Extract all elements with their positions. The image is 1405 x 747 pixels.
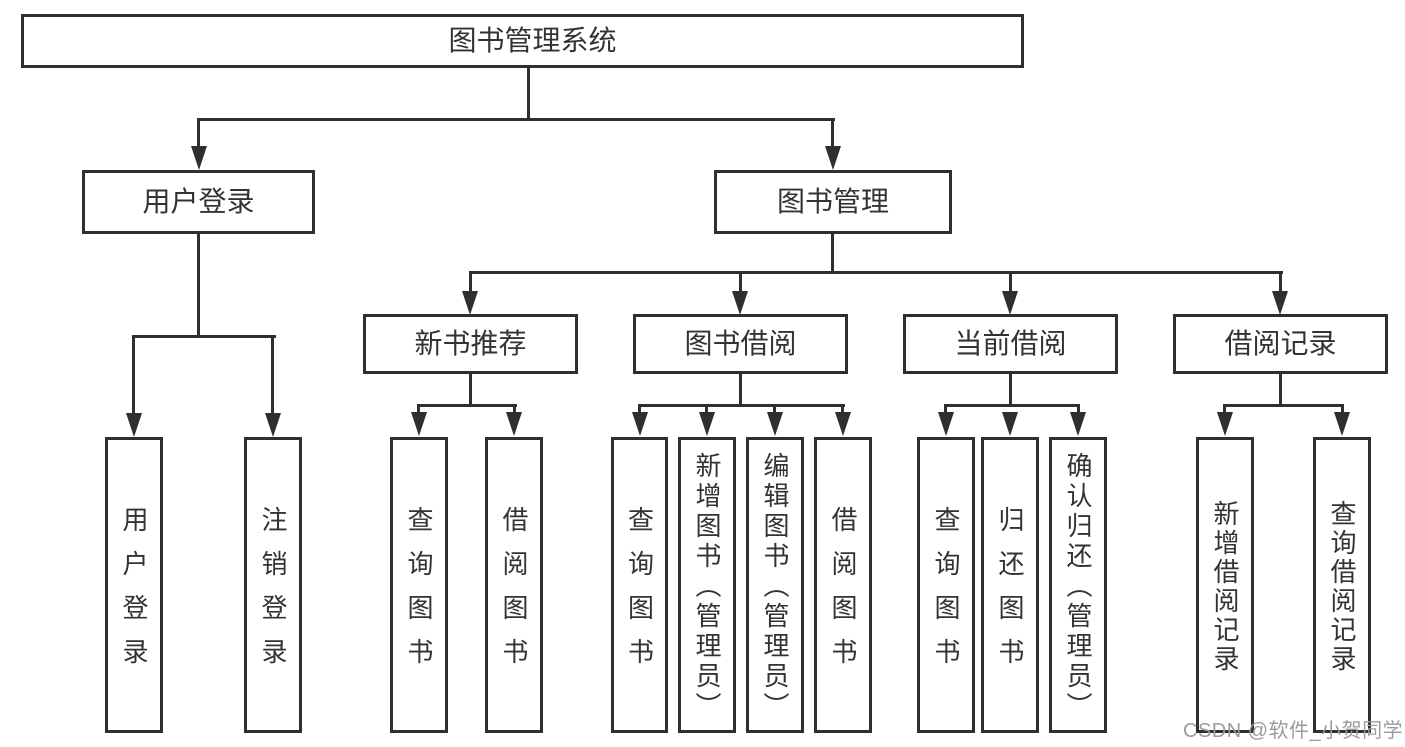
connector-root-drop xyxy=(527,67,530,119)
arrow-down-icon xyxy=(732,291,748,315)
connector-root-rail xyxy=(197,118,835,121)
arrow-down-icon xyxy=(1002,412,1018,436)
arrow-down-icon xyxy=(699,412,715,436)
node-book-management: 图书管理 xyxy=(714,170,952,234)
arrow-down-icon xyxy=(126,413,142,437)
connector-bookmgmt-stub xyxy=(469,271,472,295)
connector-newbook-rail xyxy=(417,404,517,407)
leaf-return-books: 归还图书 xyxy=(981,437,1039,733)
leaf-query-books: 查询图书 xyxy=(390,437,448,733)
connector-borrow-drop xyxy=(739,373,742,406)
node-book-borrowing: 图书借阅 xyxy=(633,314,848,374)
leaf-edit-books-admin: 编辑图书（管理员） xyxy=(746,437,804,733)
connector-records-stub xyxy=(1341,404,1344,416)
node-new-book-recommend: 新书推荐 xyxy=(363,314,578,374)
connector-records-rail xyxy=(1223,404,1344,407)
connector-records-drop xyxy=(1279,373,1282,406)
arrow-down-icon xyxy=(1217,412,1233,436)
connector-bookmgmt-drop xyxy=(831,233,834,274)
leaf-query-books: 查询图书 xyxy=(611,437,668,733)
connector-userlogin-stub xyxy=(132,335,135,415)
arrow-down-icon xyxy=(506,412,522,436)
connector-userlogin-stub xyxy=(271,335,274,415)
leaf-add-borrow-record: 新增借阅记录 xyxy=(1196,437,1254,733)
arrow-down-icon xyxy=(265,413,281,437)
connector-bookmgmt-stub xyxy=(739,271,742,295)
arrow-down-icon xyxy=(1272,291,1288,315)
arrow-down-icon xyxy=(411,412,427,436)
connector-current-stub xyxy=(944,404,947,416)
leaf-borrow-books: 借阅图书 xyxy=(814,437,872,733)
leaf-add-books-admin: 新增图书（管理员） xyxy=(678,437,736,733)
arrow-down-icon xyxy=(632,412,648,436)
csdn-watermark: CSDN @软件_小贺同学 xyxy=(1183,720,1404,742)
arrow-down-icon xyxy=(462,291,478,315)
connector-newbook-drop xyxy=(469,373,472,406)
arrow-down-icon xyxy=(1070,412,1086,436)
connector-bookmgmt-stub xyxy=(1009,271,1012,295)
arrow-down-icon xyxy=(835,412,851,436)
connector-newbook-stub xyxy=(417,404,420,416)
connector-current-stub xyxy=(1077,404,1080,416)
connector-borrow-stub xyxy=(705,404,708,416)
connector-current-rail xyxy=(944,404,1080,407)
leaf-query-borrow-record: 查询借阅记录 xyxy=(1313,437,1371,733)
connector-current-drop xyxy=(1009,373,1012,406)
connector-bookmgmt-stub xyxy=(1279,271,1282,295)
connector-userlogin-rail xyxy=(132,335,276,338)
arrow-down-icon xyxy=(825,146,841,170)
leaf-confirm-return-admin: 确认归还（管理员） xyxy=(1049,437,1107,733)
arrow-down-icon xyxy=(767,412,783,436)
connector-root-stub-left xyxy=(197,118,200,150)
connector-root-stub-right xyxy=(831,118,834,150)
node-current-borrowing: 当前借阅 xyxy=(903,314,1118,374)
connector-borrow-rail xyxy=(638,404,845,407)
connector-borrow-stub xyxy=(638,404,641,416)
leaf-query-books: 查询图书 xyxy=(917,437,975,733)
connector-borrow-stub xyxy=(773,404,776,416)
arrow-down-icon xyxy=(1334,412,1350,436)
leaf-user-login: 用户登录 xyxy=(105,437,163,733)
connector-records-stub xyxy=(1223,404,1226,416)
node-user-login: 用户登录 xyxy=(82,170,315,234)
arrow-down-icon xyxy=(938,412,954,436)
arrow-down-icon xyxy=(1002,291,1018,315)
connector-userlogin-drop xyxy=(197,233,200,337)
arrow-down-icon xyxy=(191,146,207,170)
connector-bookmgmt-rail xyxy=(469,271,1283,274)
node-borrowing-records: 借阅记录 xyxy=(1173,314,1388,374)
leaf-borrow-books: 借阅图书 xyxy=(485,437,543,733)
node-library-management-system: 图书管理系统 xyxy=(21,14,1024,68)
connector-newbook-stub xyxy=(513,404,516,416)
leaf-logout-login: 注销登录 xyxy=(244,437,302,733)
connector-borrow-stub xyxy=(841,404,844,416)
